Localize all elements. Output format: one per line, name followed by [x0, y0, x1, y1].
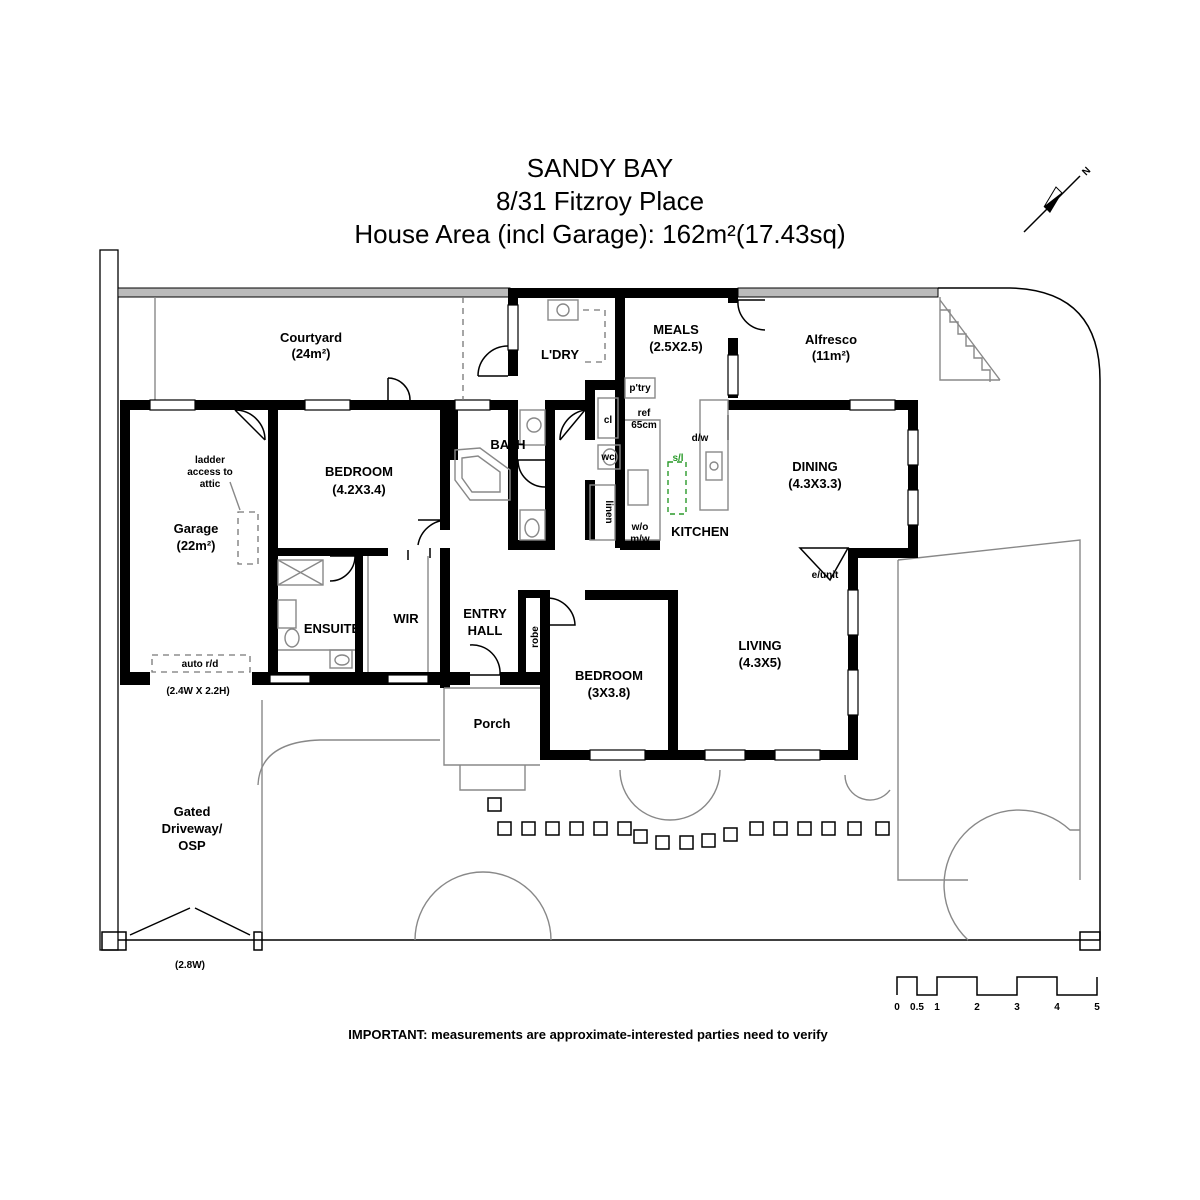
ensuite-label: ENSUITE: [304, 621, 361, 636]
alfresco-label: Alfresco: [805, 332, 857, 347]
robe-label: robe: [530, 626, 541, 648]
scale-label-2: 2: [974, 1002, 980, 1013]
site-boundary: [99, 249, 1101, 951]
garage-door-size: (2.4W X 2.2H): [166, 686, 229, 697]
dining-size: (4.3X3.3): [788, 476, 841, 491]
gate-width: (2.8W): [175, 960, 205, 971]
hall-label: HALL: [468, 623, 503, 638]
alfresco-steps: [940, 309, 991, 382]
dishwasher-label: d/w: [692, 433, 709, 444]
address-title: 8/31 Fitzroy Place: [495, 186, 705, 216]
north-label: N: [1080, 165, 1093, 178]
bedroom1-size: (4.2X3.4): [332, 482, 385, 497]
scale-bar: 0 0.5 1 2 3 4 5: [894, 976, 1100, 1013]
entry-label: ENTRY: [463, 606, 507, 621]
scale-label-4: 4: [1054, 1002, 1060, 1013]
bedroom2-label: BEDROOM: [575, 668, 643, 683]
cl-label: cl: [604, 415, 613, 426]
fixtures: [151, 297, 729, 791]
meals-size: (2.5X2.5): [649, 339, 702, 354]
title-block: SANDY BAY 8/31 Fitzroy Place House Area …: [0, 152, 1200, 251]
laundry-label: L'DRY: [541, 347, 579, 362]
dining-label: DINING: [792, 459, 838, 474]
ladder-line3: attic: [200, 479, 221, 490]
courtyard-size: (24m²): [291, 346, 330, 361]
suburb-title: SANDY BAY: [526, 153, 674, 183]
scale-label-3: 3: [1014, 1002, 1020, 1013]
meals-label: MEALS: [653, 322, 699, 337]
scale-label-1: 1: [934, 1002, 940, 1013]
room-labels: Courtyard (24m²) L'DRY MEALS (2.5X2.5) A…: [162, 322, 857, 971]
pantry-label: p'try: [629, 383, 651, 394]
sink-label: s/l: [672, 453, 683, 464]
disclaimer: IMPORTANT: measurements are approximate-…: [348, 1027, 828, 1042]
garage-size: (22m²): [176, 538, 215, 553]
wir-label: WIR: [393, 611, 419, 626]
ref-label: ref: [638, 408, 651, 419]
scale-label-5: 5: [1094, 1002, 1100, 1013]
ref-width: 65cm: [631, 420, 657, 431]
bath-label: BATH: [490, 437, 525, 452]
wo-label: w/o: [631, 522, 649, 533]
garage-label: Garage: [174, 521, 219, 536]
courtyard-label: Courtyard: [280, 330, 342, 345]
north-arrow-icon: N: [1023, 165, 1093, 233]
ladder-line1: ladder: [195, 455, 225, 466]
living-size: (4.3X5): [739, 655, 782, 670]
driveway-line2: Driveway/: [162, 821, 223, 836]
house-area-title: House Area (incl Garage): 162m²(17.43sq): [354, 219, 846, 249]
garden-beds: [414, 769, 1080, 941]
ladder-line2: access to: [187, 467, 233, 478]
scale-label-0-5: 0.5: [910, 1002, 924, 1013]
wc-label: wc: [600, 452, 615, 463]
kitchen-label: KITCHEN: [671, 524, 729, 539]
living-label: LIVING: [738, 638, 781, 653]
windows: [149, 304, 919, 761]
eunit-label: e/unit: [812, 570, 839, 581]
driveway-line3: OSP: [178, 838, 206, 853]
auto-rd-label: auto r/d: [182, 659, 219, 670]
walls: [120, 288, 918, 760]
stepping-stones: [487, 797, 890, 850]
mw-label: m/w: [630, 534, 650, 545]
driveway-line1: Gated: [174, 804, 211, 819]
scale-label-0: 0: [894, 1002, 900, 1013]
alfresco-size: (11m²): [812, 348, 850, 363]
bedroom1-label: BEDROOM: [325, 464, 393, 479]
bedroom2-size: (3X3.8): [588, 685, 631, 700]
porch-label: Porch: [474, 716, 511, 731]
linen-label: linen: [603, 500, 614, 523]
